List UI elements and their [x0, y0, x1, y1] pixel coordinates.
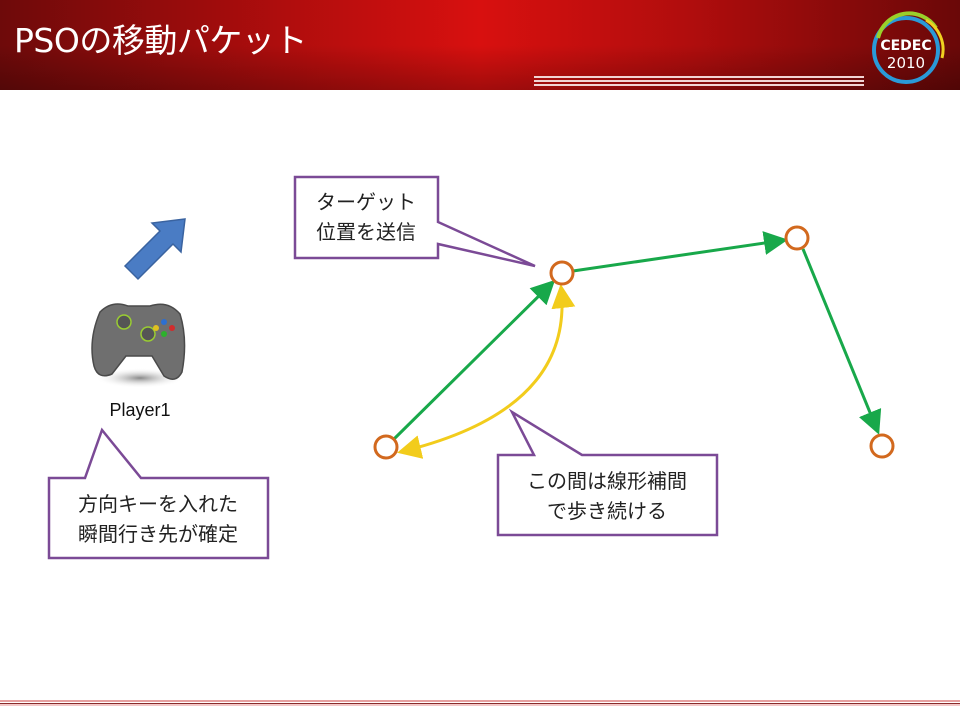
callout-direction-line1: 方向キーを入れた [78, 492, 238, 516]
callout-direction: 方向キーを入れた 瞬間行き先が確定 [47, 427, 270, 560]
interpolation-arc [397, 284, 576, 459]
direction-arrow-icon [123, 218, 186, 281]
slide-header: PSOの移動パケット CEDEC 2010 [0, 0, 960, 90]
logo-text: CEDEC [880, 38, 931, 54]
waypoint-node [373, 434, 399, 460]
callout-direction-line2: 瞬間行き先が確定 [78, 522, 238, 546]
callout-target-line1: ターゲット [316, 190, 416, 214]
player-label: Player1 [109, 400, 170, 420]
callout-target: ターゲット 位置を送信 [293, 175, 536, 268]
footer-lines [0, 700, 960, 706]
logo-year: 2010 [887, 54, 925, 72]
cedec-logo: CEDEC 2010 [872, 11, 945, 84]
header-shade [0, 0, 960, 90]
path-segment-1 [392, 279, 556, 441]
slide-title: PSOの移動パケット [14, 21, 307, 60]
callout-interp-line2: で歩き続ける [547, 499, 667, 523]
callout-target-line2: 位置を送信 [316, 220, 416, 244]
waypoint-node [549, 260, 575, 286]
gamepad-icon [91, 303, 186, 388]
path-segment-2 [572, 231, 788, 273]
waypoint-node [784, 225, 810, 251]
header-stripes [534, 76, 864, 86]
path-segment-3 [801, 248, 882, 435]
callout-interp-line1: この間は線形補間 [527, 469, 687, 493]
waypoint-node [869, 433, 895, 459]
callout-interp: この間は線形補間 で歩き続ける [496, 408, 719, 537]
